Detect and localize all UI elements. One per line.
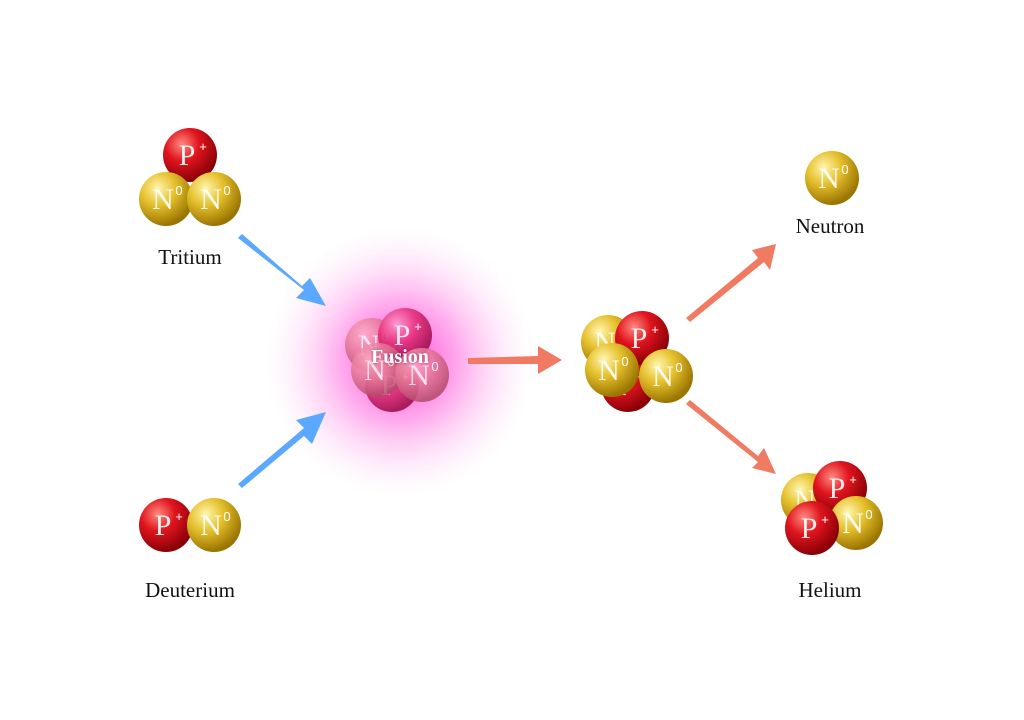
proton-letter: P bbox=[829, 472, 846, 505]
neutron-charge: 0 bbox=[865, 507, 872, 522]
label-tritium: Tritium bbox=[158, 245, 222, 269]
neutron-letter: N bbox=[200, 183, 222, 216]
proton-charge: + bbox=[849, 472, 857, 487]
proton-charge: + bbox=[821, 512, 829, 527]
neutron-charge: 0 bbox=[621, 354, 628, 369]
proton-charge: + bbox=[175, 509, 183, 524]
tritium-proton: P+ bbox=[163, 128, 217, 182]
proton-letter: P bbox=[631, 322, 648, 355]
helium-proton-2: P+ bbox=[785, 501, 839, 555]
neutron-letter: N bbox=[200, 509, 222, 542]
label-neutron: Neutron bbox=[795, 214, 865, 238]
arrow-tritium-to-fusion bbox=[238, 234, 326, 306]
neutron-charge: 0 bbox=[223, 509, 230, 524]
neutron-letter: N bbox=[842, 507, 864, 540]
neutron-letter: N bbox=[408, 359, 430, 392]
deuterium-proton: P+ bbox=[139, 498, 193, 552]
proton-charge: + bbox=[414, 319, 422, 334]
proton-charge: + bbox=[651, 322, 659, 337]
arrow-fusion-to-product bbox=[468, 346, 562, 374]
proton-charge: + bbox=[199, 139, 207, 154]
label-fusion: Fusion bbox=[371, 346, 429, 368]
label-helium: Helium bbox=[798, 578, 862, 602]
proton-letter: P bbox=[155, 509, 172, 542]
neutron-charge: 0 bbox=[431, 359, 438, 374]
neutron-charge: 0 bbox=[223, 183, 230, 198]
neutron-charge: 0 bbox=[387, 354, 394, 369]
proton-letter: P bbox=[179, 139, 196, 172]
neutron-letter: N bbox=[818, 162, 840, 195]
neutron-charge: 0 bbox=[175, 183, 182, 198]
neutron-letter: N bbox=[652, 360, 674, 393]
neutron-letter: N bbox=[364, 354, 386, 387]
neutron-charge: 0 bbox=[675, 360, 682, 375]
label-deuterium: Deuterium bbox=[145, 578, 235, 602]
arrow-product-to-neutron bbox=[686, 244, 776, 322]
proton-letter: P bbox=[394, 319, 411, 352]
neutron-letter: N bbox=[598, 354, 620, 387]
arrow-deuterium-to-fusion bbox=[238, 412, 326, 488]
neutron-letter: N bbox=[152, 183, 174, 216]
proton-letter: P bbox=[801, 512, 818, 545]
arrow-product-to-helium bbox=[686, 400, 776, 474]
neutron-charge: 0 bbox=[841, 162, 848, 177]
